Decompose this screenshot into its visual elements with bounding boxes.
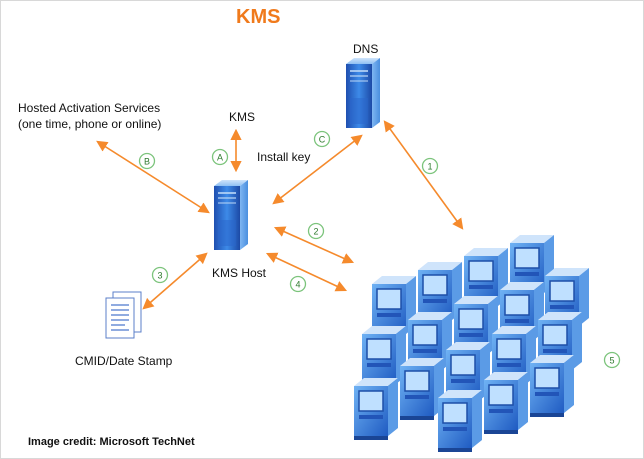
step-badge-a: A	[211, 148, 229, 166]
step-badge-4: 4	[289, 275, 307, 293]
step-badge-3: 3	[151, 266, 169, 284]
document-stack-icon	[105, 291, 142, 339]
step-badge-b: B	[138, 152, 156, 170]
arrow-c	[272, 134, 363, 205]
hosted-activation-sublabel: (one time, phone or online)	[18, 117, 162, 131]
svg-text:3: 3	[157, 271, 162, 281]
step-badge-5: 5	[603, 351, 621, 369]
kms-host-label: KMS Host	[212, 266, 267, 280]
svg-text:1: 1	[427, 162, 432, 172]
svg-text:5: 5	[609, 356, 614, 366]
dns-server-icon	[346, 58, 380, 128]
image-credit: Image credit: Microsoft TechNet	[28, 436, 195, 448]
cmid-date-stamp-label: CMID/Date Stamp	[75, 354, 173, 368]
hosted-activation-label: Hosted Activation Services	[18, 101, 161, 115]
svg-text:C: C	[319, 135, 326, 145]
svg-text:A: A	[217, 153, 223, 163]
svg-text:2: 2	[313, 227, 318, 237]
svg-text:4: 4	[295, 280, 300, 290]
kms-label: KMS	[229, 110, 256, 124]
kms-host-server-icon	[214, 180, 248, 250]
arrow-4	[265, 252, 348, 292]
diagram-title: KMS	[236, 6, 281, 28]
install-key-label: Install key	[257, 150, 311, 164]
step-badge-2: 2	[307, 222, 325, 240]
arrow-3	[142, 252, 208, 310]
client-computers-icon	[353, 234, 590, 453]
step-badge-c: C	[313, 130, 331, 148]
arrow-b	[96, 140, 210, 214]
arrow-1	[383, 120, 464, 230]
step-badge-1: 1	[421, 157, 439, 175]
svg-text:B: B	[144, 157, 150, 167]
dns-label: DNS	[353, 42, 379, 56]
